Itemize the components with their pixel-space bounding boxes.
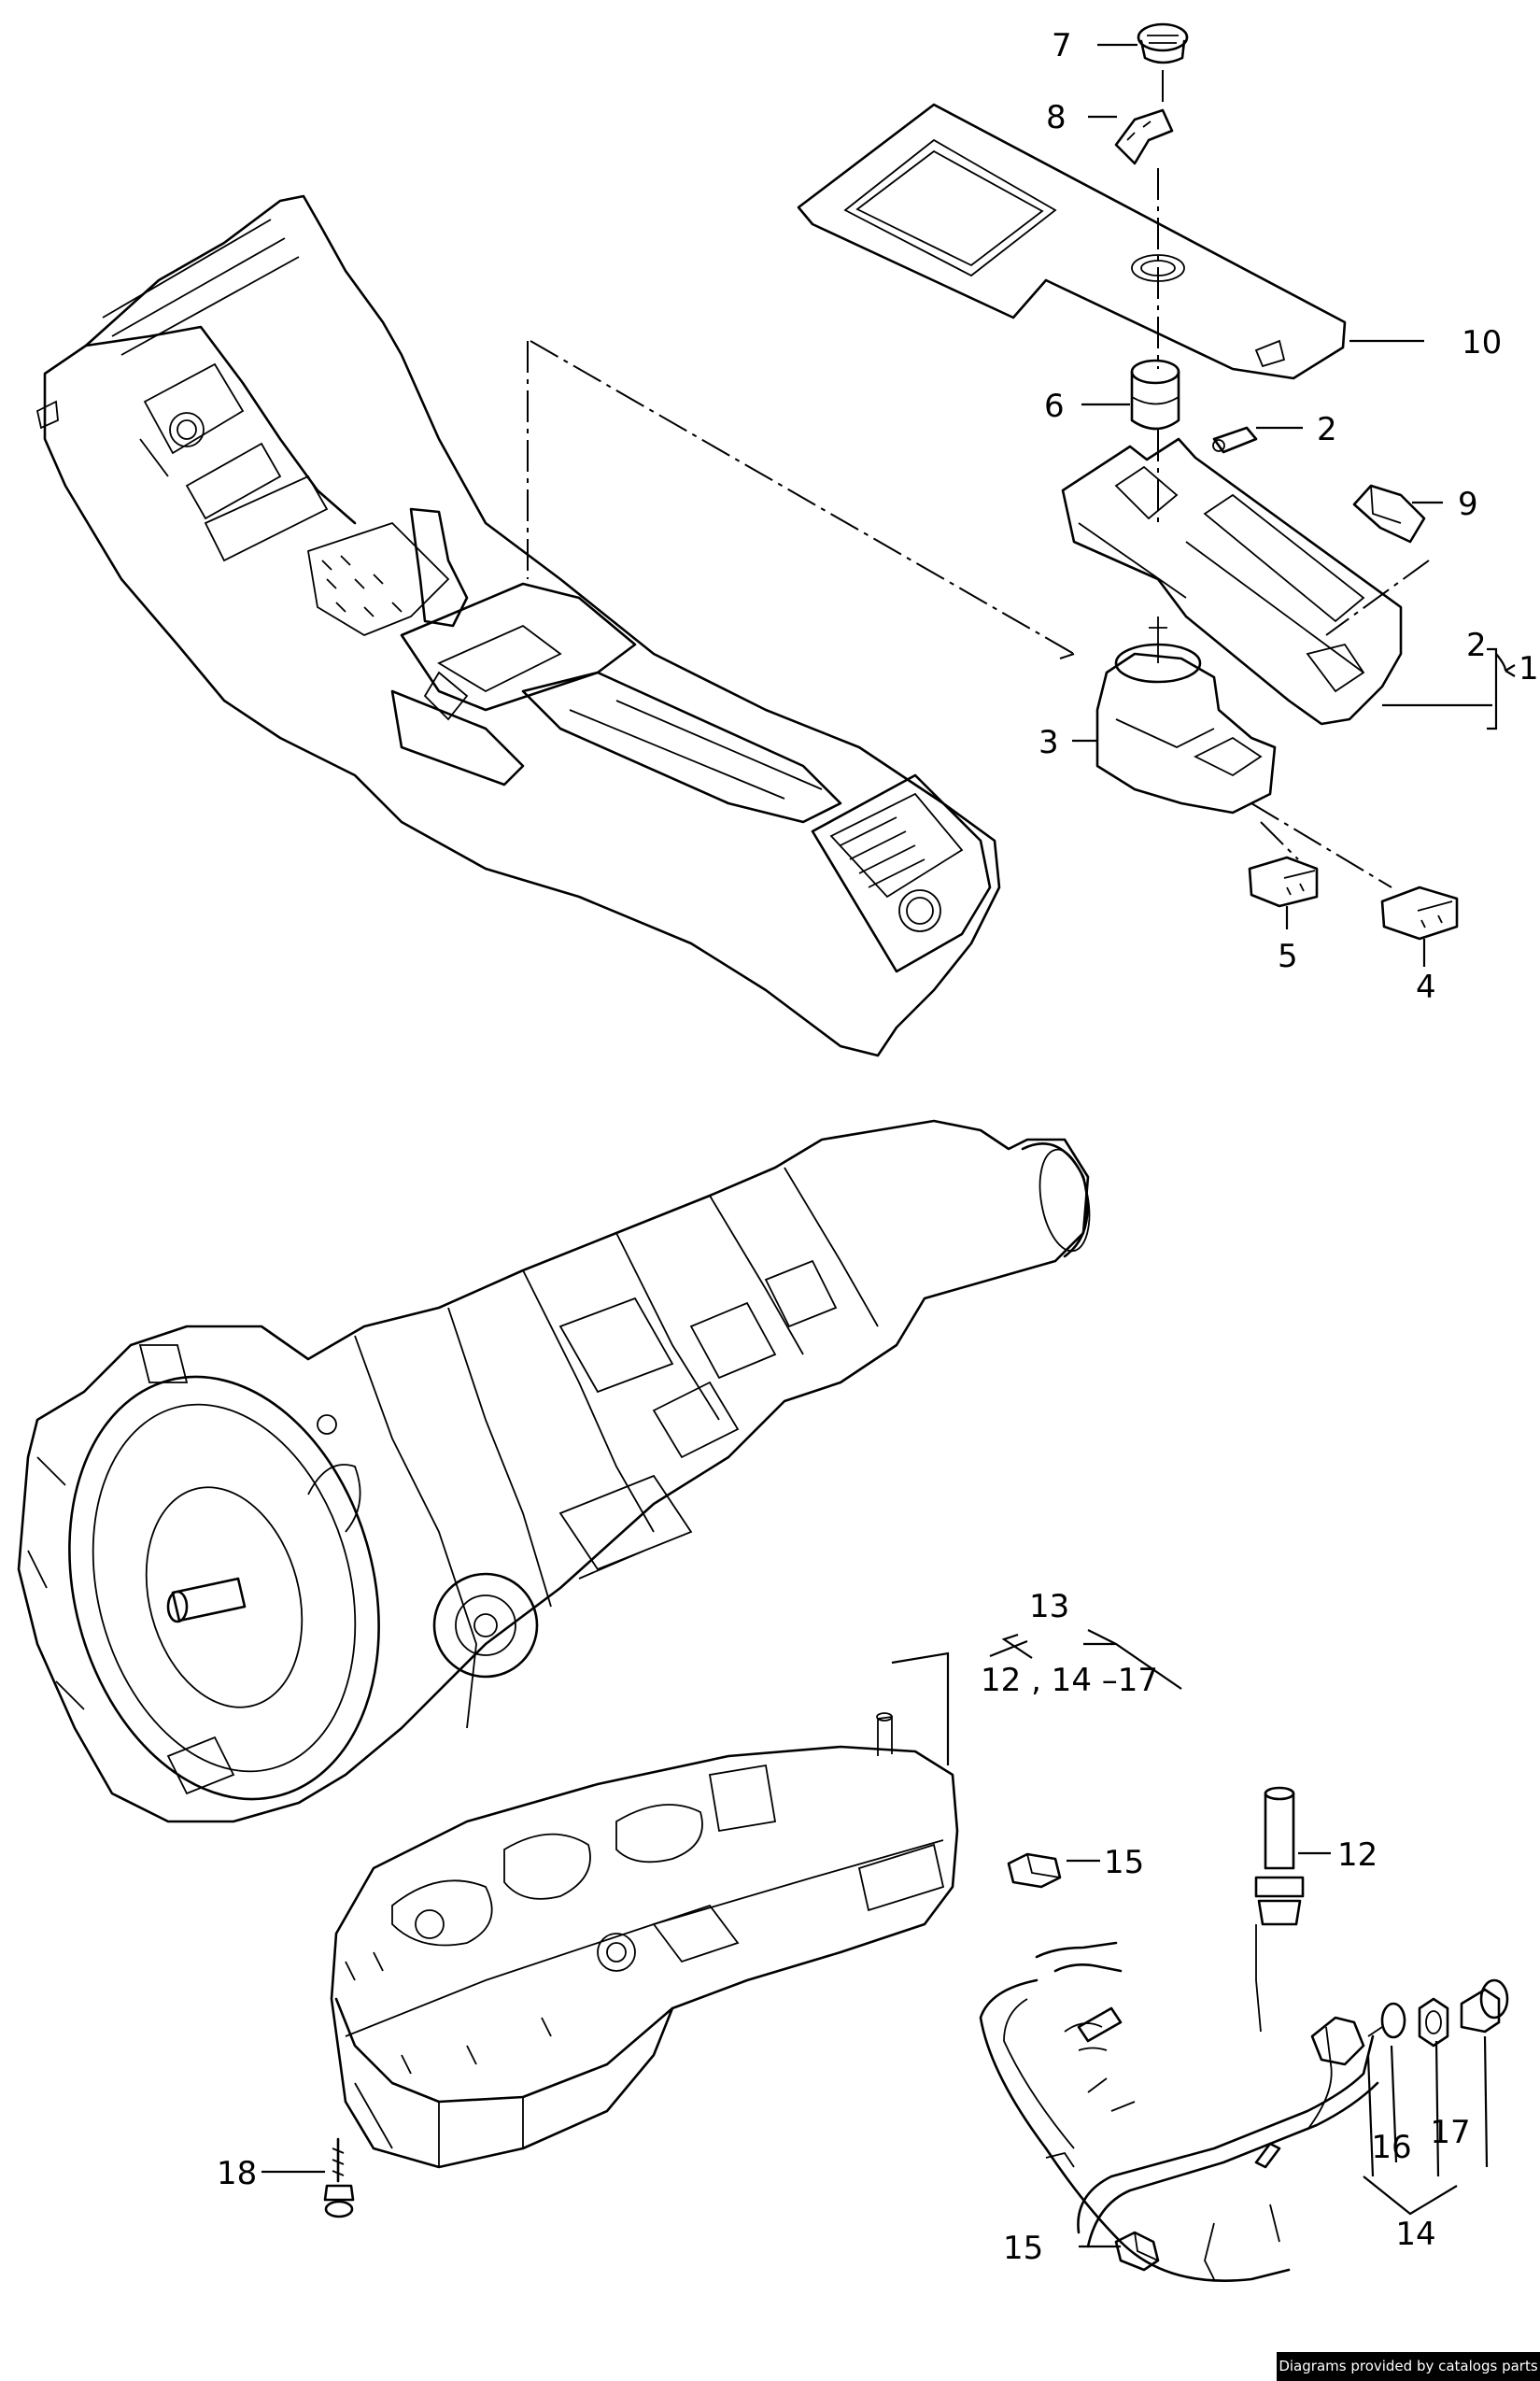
connector-part-4	[1380, 886, 1459, 941]
transmission-drawing	[17, 1119, 1091, 1823]
lever-housing-part-1	[1061, 437, 1403, 726]
callout-8: 8	[1046, 99, 1067, 136]
callout-9: 9	[1458, 486, 1478, 523]
callout-1: 1	[1519, 650, 1539, 687]
alignment-lines-selector	[1157, 70, 1430, 888]
callout-17: 17	[1430, 2114, 1470, 2151]
bulb-part-2	[1212, 426, 1258, 454]
callout-13: 13	[1029, 1588, 1069, 1625]
callout-14: 14	[1395, 2216, 1435, 2253]
switch-part-3	[1095, 617, 1277, 815]
plug-assembly-parts-16-17	[1310, 1978, 1509, 2066]
callout-16: 16	[1371, 2129, 1411, 2166]
screw-cap-part-7	[1137, 22, 1189, 64]
callout-10: 10	[1462, 324, 1502, 361]
connector-part-15-top	[1007, 1852, 1062, 1889]
connector-part-15-bottom	[1114, 2231, 1160, 2272]
callout-18: 18	[217, 2155, 257, 2192]
center-console-drawing	[35, 194, 1001, 1057]
alignment-lines-console	[527, 340, 1075, 659]
callout-2-bulb: 2	[1317, 411, 1337, 448]
callout-15-bottom: 15	[1003, 2230, 1043, 2267]
callout-2-housing: 2	[1466, 627, 1487, 664]
indicator-insert-part-8	[1114, 108, 1174, 165]
callout-6: 6	[1044, 388, 1065, 425]
callout-3: 3	[1038, 724, 1059, 761]
connector-part-5	[1248, 856, 1319, 908]
bushing-part-6	[1130, 359, 1180, 431]
valve-body-drawing	[330, 1712, 959, 2169]
wiring-harness-drawing	[979, 1924, 1379, 2282]
callout-12: 12	[1337, 1836, 1378, 1874]
callout-labels: 7 8 10 6 2 9 2 1 3 5 4 13 12 , 14 –17 15…	[217, 27, 1539, 2267]
callout-13-range: 12 , 14 –17	[981, 1662, 1158, 1699]
clip-part-9	[1352, 484, 1426, 544]
leader-lines	[261, 43, 1516, 2248]
callout-7: 7	[1052, 27, 1072, 64]
callout-15-top: 15	[1104, 1844, 1144, 1881]
selector-cover-plate	[797, 103, 1347, 380]
sensor-part-12	[1254, 1786, 1305, 1926]
catalog-credit: Diagrams provided by catalogs parts	[1277, 2352, 1540, 2381]
bolt-part-18	[323, 2137, 355, 2218]
callout-4: 4	[1416, 969, 1436, 1006]
callout-5: 5	[1278, 938, 1298, 975]
